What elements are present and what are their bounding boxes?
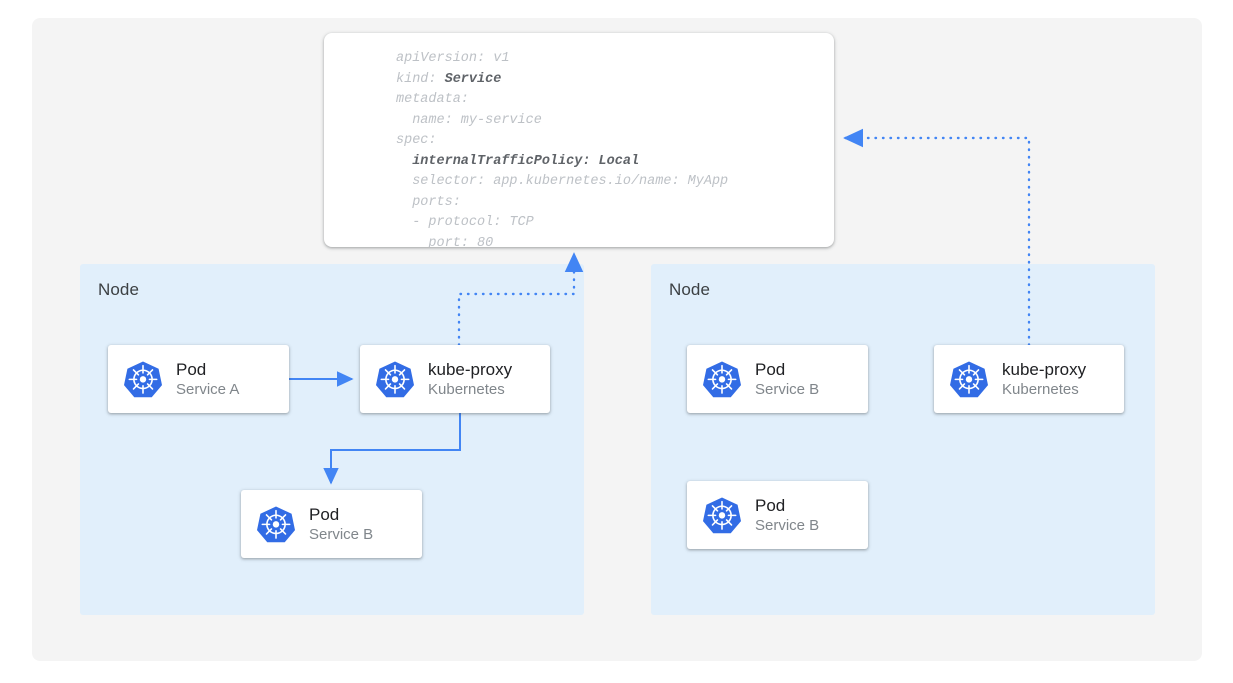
card-subtitle: Service B [309, 526, 374, 544]
kubernetes-logo-icon [257, 506, 295, 543]
card-kube-proxy-left[interactable]: kube-proxy Kubernetes [360, 345, 550, 413]
card-subtitle: Kubernetes [1002, 381, 1079, 399]
node-label-left: Node [98, 280, 140, 299]
manifest-line-1: apiVersion: v1 [396, 51, 510, 66]
manifest-line-9: - protocol: TCP [396, 215, 534, 230]
node-label-right: Node [669, 280, 711, 299]
node-panel-left: Node [80, 264, 584, 615]
card-subtitle: Service B [755, 517, 820, 535]
card-pod-service-b-right-bottom[interactable]: Pod Service B [687, 481, 868, 549]
card-text: Pod Service B [309, 504, 373, 545]
card-title: kube-proxy [428, 359, 513, 379]
kubernetes-logo-icon [950, 361, 988, 398]
kubernetes-logo-icon [703, 361, 741, 398]
card-title: Pod [309, 504, 340, 524]
card-pod-service-a[interactable]: Pod Service A [108, 345, 289, 413]
card-pod-service-b-left[interactable]: Pod Service B [241, 490, 422, 558]
card-text: kube-proxy Kubernetes [1002, 359, 1086, 400]
card-pod-service-b-right-top[interactable]: Pod Service B [687, 345, 868, 413]
manifest-line-3: metadata: [396, 92, 469, 107]
kubernetes-logo-icon [124, 361, 162, 398]
card-title: Pod [755, 359, 786, 379]
manifest-line-7: selector: app.kubernetes.io/name: MyApp [396, 174, 729, 189]
manifest-line-5: spec: [396, 133, 437, 148]
card-text: Pod Service B [755, 495, 819, 536]
card-text: kube-proxy Kubernetes [428, 359, 512, 400]
kubernetes-logo-icon [376, 361, 414, 398]
card-text: Pod Service B [755, 359, 819, 400]
card-title: Pod [176, 359, 207, 379]
card-subtitle: Service B [755, 381, 820, 399]
card-title: Pod [755, 495, 786, 515]
service-manifest-card: apiVersion: v1 kind: Service metadata: n… [324, 33, 834, 247]
node-panel-right: Node [651, 264, 1155, 615]
manifest-line-4: name: my-service [396, 112, 542, 128]
manifest-line-6: internalTrafficPolicy: Local [396, 153, 640, 169]
kubernetes-logo-icon [703, 497, 741, 534]
manifest-line-2-value: Service [444, 71, 502, 87]
card-title: kube-proxy [1002, 359, 1087, 379]
manifest-line-8: ports: [396, 194, 461, 210]
manifest-code: apiVersion: v1 kind: Service metadata: n… [396, 49, 728, 247]
card-subtitle: Service A [176, 381, 240, 399]
card-text: Pod Service A [176, 359, 239, 400]
manifest-line-10: port: 80 [396, 235, 494, 248]
manifest-line-2-key: kind: [396, 71, 445, 87]
card-kube-proxy-right[interactable]: kube-proxy Kubernetes [934, 345, 1124, 413]
card-subtitle: Kubernetes [428, 381, 505, 399]
